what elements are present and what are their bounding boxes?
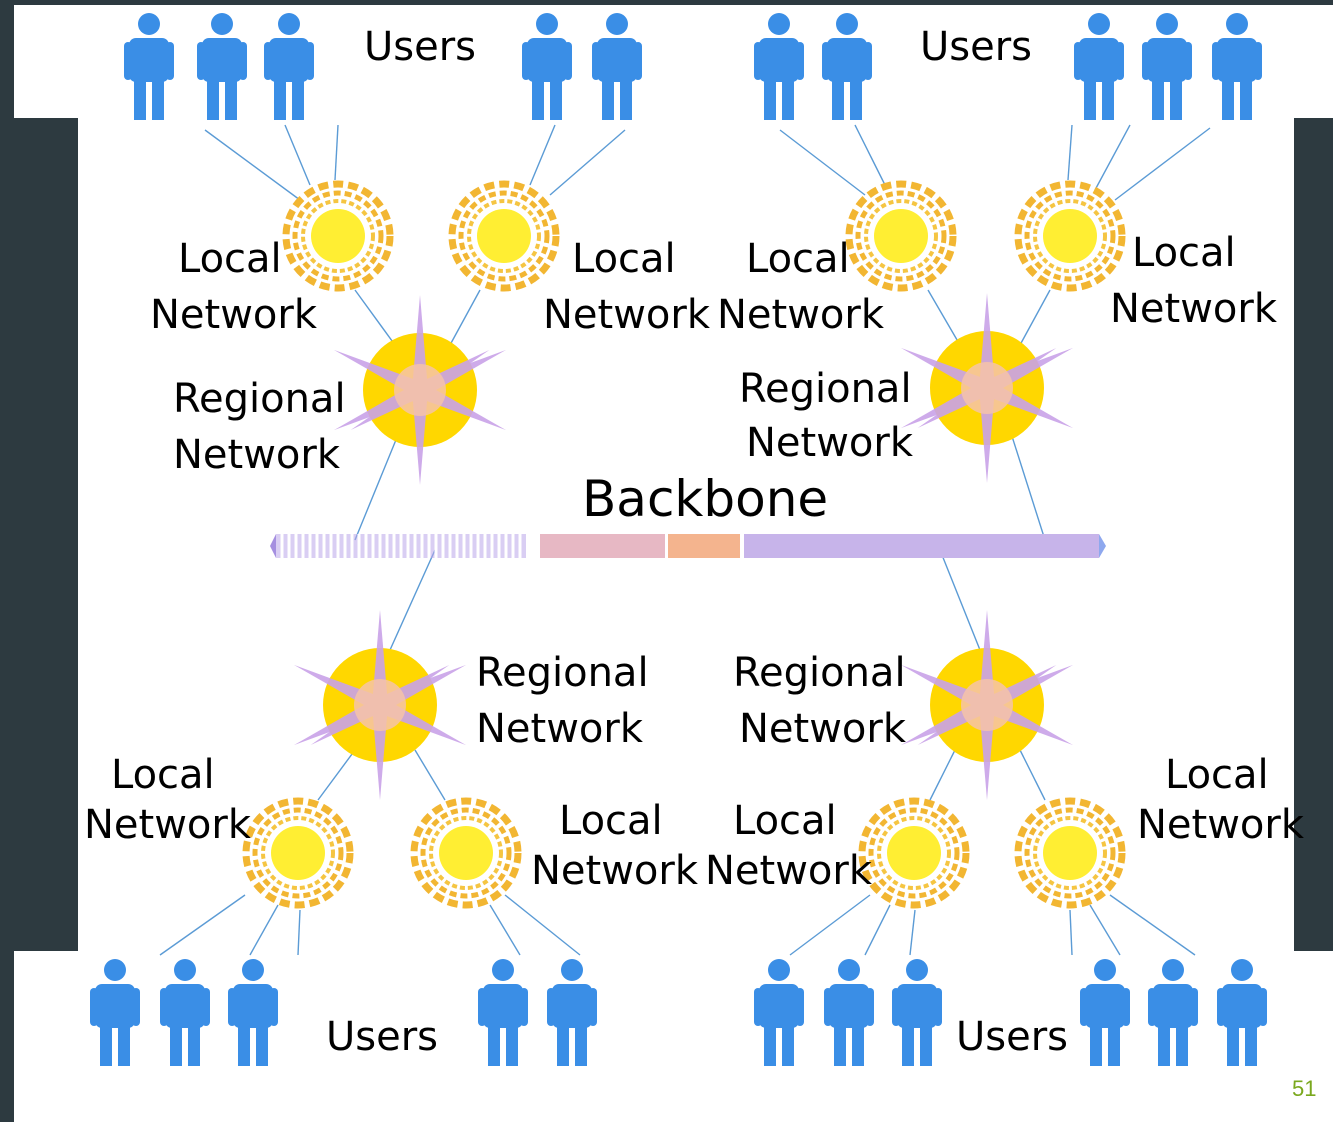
network-label: Network bbox=[1110, 286, 1278, 332]
regional-label: Regional bbox=[733, 650, 906, 696]
local-label: Local bbox=[111, 752, 215, 798]
network-label: Network bbox=[531, 848, 699, 894]
local-label: Local bbox=[1132, 230, 1236, 276]
connection-lines bbox=[159, 124, 1211, 956]
users-label: Users bbox=[364, 24, 476, 70]
network-label: Network bbox=[173, 432, 341, 478]
diagram-panel-bottom bbox=[14, 951, 1333, 1122]
users-label: Users bbox=[326, 1014, 438, 1060]
backbone-bar bbox=[270, 534, 1106, 558]
network-label: Network bbox=[476, 706, 644, 752]
network-label: Network bbox=[746, 420, 914, 466]
network-label: Network bbox=[1137, 802, 1305, 848]
local-label: Local bbox=[178, 236, 282, 282]
local-label: Local bbox=[1165, 752, 1269, 798]
users-label: Users bbox=[956, 1014, 1068, 1060]
local-label: Local bbox=[733, 798, 837, 844]
users-label: Users bbox=[920, 24, 1032, 70]
page-number: 51 bbox=[1292, 1076, 1316, 1101]
network-label: Network bbox=[84, 802, 252, 848]
backbone-label: Backbone bbox=[582, 470, 828, 528]
network-label: Network bbox=[543, 292, 711, 338]
local-label: Local bbox=[572, 236, 676, 282]
network-label: Network bbox=[705, 848, 873, 894]
regional-label: Regional bbox=[739, 366, 912, 412]
network-label: Network bbox=[717, 292, 885, 338]
local-label: Local bbox=[746, 236, 850, 282]
diagram-labels: Users Users Users Users Local Network Lo… bbox=[84, 24, 1305, 1060]
regional-label: Regional bbox=[476, 650, 649, 696]
network-label: Network bbox=[150, 292, 318, 338]
network-label: Network bbox=[739, 706, 907, 752]
regional-label: Regional bbox=[173, 376, 346, 422]
local-label: Local bbox=[559, 798, 663, 844]
